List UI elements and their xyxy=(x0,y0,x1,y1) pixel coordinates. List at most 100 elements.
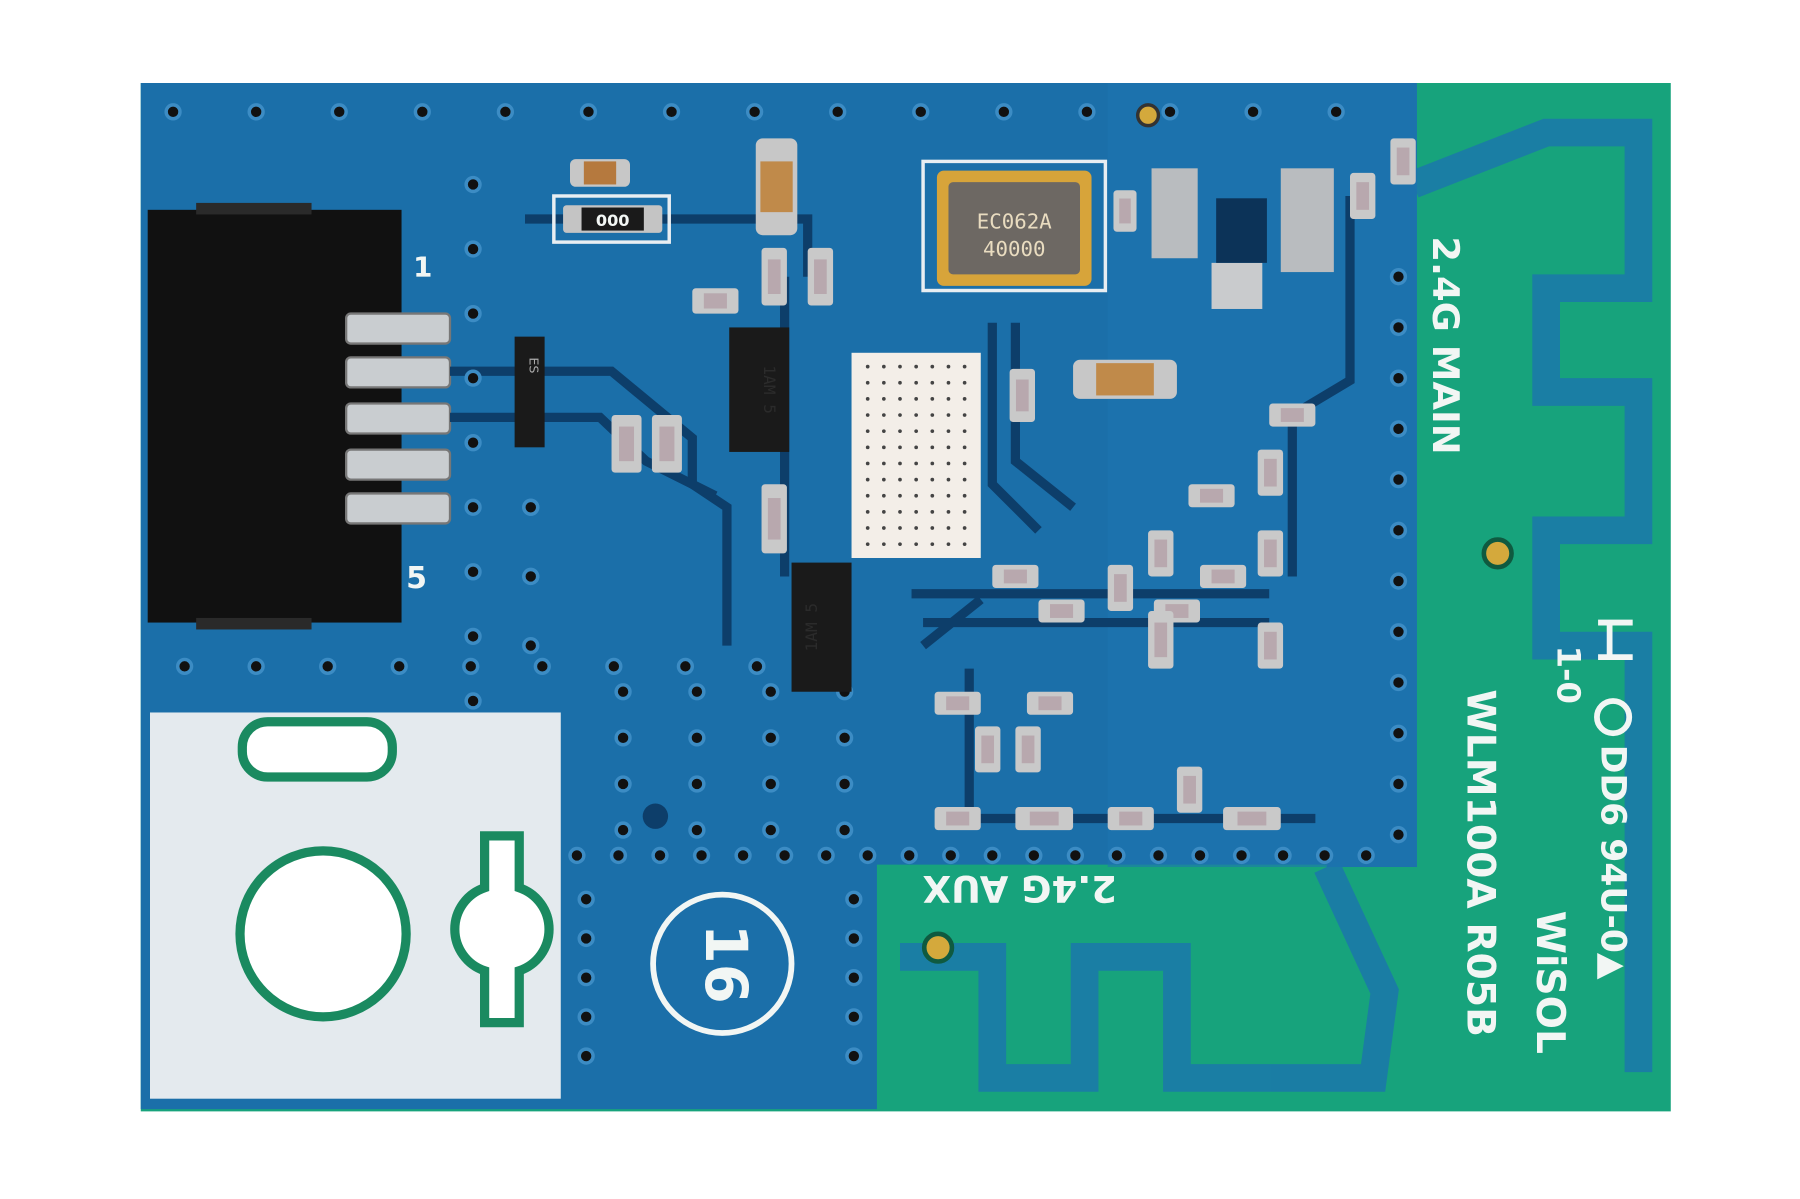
diode: ES xyxy=(514,336,545,448)
via xyxy=(845,1047,863,1065)
ul-logo xyxy=(1594,619,1633,737)
transistor-a: 1AM 5 xyxy=(729,327,790,452)
via xyxy=(662,103,681,121)
via xyxy=(1357,846,1375,865)
via xyxy=(577,929,595,948)
via xyxy=(522,567,540,586)
via xyxy=(1389,470,1408,489)
via xyxy=(762,821,780,839)
via xyxy=(614,821,632,839)
via xyxy=(734,846,752,865)
via xyxy=(319,657,337,676)
via xyxy=(464,434,482,452)
via xyxy=(1389,724,1408,742)
via xyxy=(912,103,930,121)
via xyxy=(995,103,1013,121)
via xyxy=(745,103,764,121)
via xyxy=(464,563,482,581)
via xyxy=(577,968,595,987)
via xyxy=(464,498,482,516)
via xyxy=(1108,846,1126,865)
via xyxy=(462,657,480,676)
via xyxy=(577,890,595,908)
via xyxy=(533,657,551,676)
via xyxy=(1274,846,1292,865)
via xyxy=(817,846,835,865)
via xyxy=(900,846,918,865)
via xyxy=(464,692,482,710)
via xyxy=(775,846,794,865)
via xyxy=(845,1008,863,1026)
via xyxy=(1389,775,1408,793)
via xyxy=(983,846,1001,865)
capacitors xyxy=(570,138,1334,399)
diode-label: ES xyxy=(527,357,542,373)
via xyxy=(1389,521,1408,539)
via xyxy=(464,304,482,323)
crystal-oscillator: EC062A 40000 xyxy=(921,159,1108,293)
via xyxy=(247,657,265,676)
via xyxy=(464,240,482,258)
via xyxy=(835,821,854,839)
via xyxy=(1389,369,1408,387)
via xyxy=(845,890,863,908)
resistor-code: 000 xyxy=(596,211,630,230)
crystal-label-1: EC062A xyxy=(977,209,1052,233)
via xyxy=(568,846,586,865)
resistor: 000 xyxy=(552,194,671,244)
via xyxy=(835,775,854,793)
via xyxy=(614,683,632,701)
via xyxy=(577,1008,595,1026)
date-code: 1-0 xyxy=(1550,646,1588,704)
board-number: 16 xyxy=(692,924,760,1004)
via xyxy=(1232,846,1251,865)
header-connector xyxy=(147,202,452,630)
via xyxy=(1149,846,1168,865)
via xyxy=(1389,673,1408,692)
keyhole-slot xyxy=(450,831,554,1028)
via xyxy=(175,657,194,676)
via xyxy=(522,636,540,655)
via xyxy=(688,821,706,839)
via xyxy=(859,846,877,865)
via xyxy=(464,369,482,387)
via xyxy=(1389,420,1408,438)
via xyxy=(464,627,482,646)
via xyxy=(762,683,780,701)
antenna-aux-label: 2.4G AUX xyxy=(923,867,1117,910)
via xyxy=(942,846,960,865)
pin-5-label: 5 xyxy=(406,561,427,596)
via xyxy=(845,968,863,987)
via xyxy=(762,775,780,793)
transistor-b: 1AM 5 xyxy=(791,562,852,692)
via xyxy=(496,103,515,121)
mounting-hole xyxy=(235,846,411,1022)
via xyxy=(688,729,706,747)
via xyxy=(829,103,847,121)
pin-1-label: 1 xyxy=(413,251,432,284)
via xyxy=(835,729,854,747)
via xyxy=(605,657,623,676)
via xyxy=(1191,846,1209,865)
via xyxy=(762,729,780,747)
via xyxy=(1389,826,1408,844)
via xyxy=(1315,846,1334,865)
crystal-label-2: 40000 xyxy=(983,237,1045,261)
via xyxy=(390,657,408,676)
via xyxy=(845,929,863,948)
transistor-a-label: 1AM 5 xyxy=(760,365,779,414)
via xyxy=(522,498,540,516)
via xyxy=(579,103,598,121)
via xyxy=(1078,103,1096,121)
via xyxy=(609,846,628,865)
via xyxy=(1161,103,1179,121)
via xyxy=(330,103,348,121)
via xyxy=(1066,846,1085,865)
via xyxy=(614,729,632,747)
brand-label: WiSOL xyxy=(1527,911,1572,1054)
cert-label: DD6 94U-0▲ xyxy=(1593,745,1633,980)
via xyxy=(1025,846,1043,865)
smd-components xyxy=(611,138,1416,831)
via xyxy=(1389,572,1408,590)
model-label: WLM100A R05B xyxy=(1458,689,1503,1037)
